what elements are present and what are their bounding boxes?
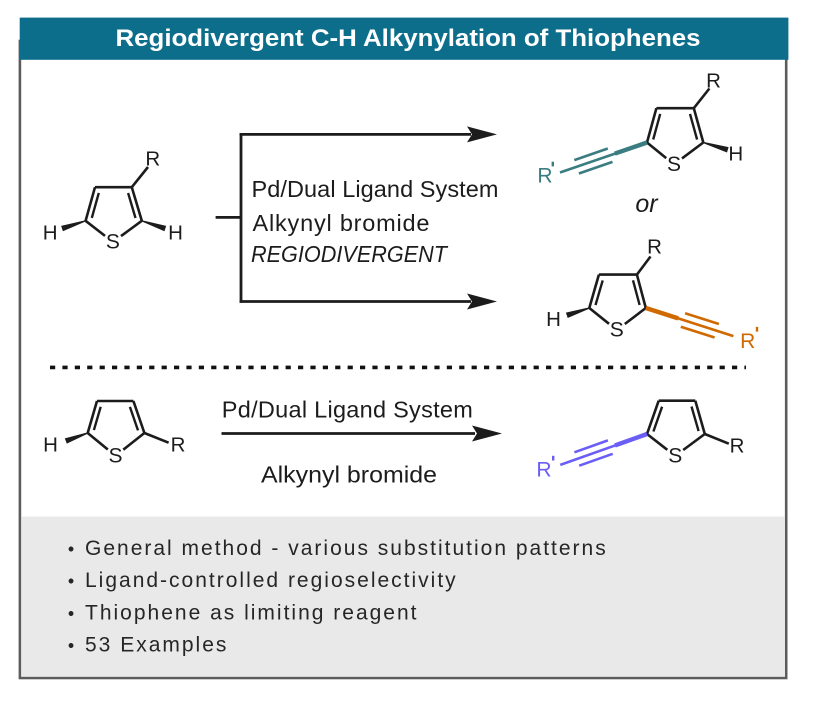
svg-text:S: S: [668, 445, 682, 468]
svg-text:R: R: [706, 70, 721, 93]
svg-text:Alkynyl bromide: Alkynyl bromide: [253, 210, 430, 236]
svg-text:R: R: [145, 148, 160, 171]
svg-text:•: •: [68, 539, 74, 559]
svg-text:Pd/Dual Ligand System: Pd/Dual Ligand System: [252, 176, 499, 202]
svg-text:S: S: [610, 319, 624, 342]
svg-text:Regiodivergent C-H Alkynylatio: Regiodivergent C-H Alkynylation of Thiop…: [116, 25, 701, 52]
svg-text:•: •: [68, 603, 74, 623]
svg-text:R: R: [536, 459, 551, 482]
svg-text:53 Examples: 53 Examples: [85, 634, 228, 657]
svg-text:R: R: [171, 434, 186, 457]
svg-text:H: H: [43, 221, 58, 244]
svg-text:Pd/Dual Ligand System: Pd/Dual Ligand System: [222, 397, 473, 423]
svg-text:R: R: [730, 435, 745, 458]
svg-text:General method - various subst: General method - various substitution pa…: [85, 537, 608, 560]
svg-text:REGIODIVERGENT: REGIODIVERGENT: [251, 241, 449, 267]
svg-text:R: R: [537, 165, 552, 188]
svg-text:Thiophene as limiting reagent: Thiophene as limiting reagent: [85, 601, 419, 624]
svg-text:S: S: [667, 153, 681, 176]
svg-text:H: H: [168, 221, 183, 244]
svg-text:•: •: [68, 636, 74, 656]
svg-text:Ligand-controlled regioselecti: Ligand-controlled regioselectivity: [85, 569, 458, 592]
svg-text:H: H: [728, 143, 743, 166]
svg-text:R: R: [740, 330, 755, 353]
svg-text:H: H: [546, 308, 561, 331]
svg-text:S: S: [106, 231, 120, 254]
svg-text:Alkynyl bromide: Alkynyl bromide: [261, 462, 437, 488]
svg-text:H: H: [43, 434, 58, 457]
svg-text:S: S: [108, 444, 122, 467]
svg-text:•: •: [68, 571, 74, 591]
svg-text:or: or: [635, 190, 659, 218]
svg-text:R: R: [647, 236, 662, 259]
